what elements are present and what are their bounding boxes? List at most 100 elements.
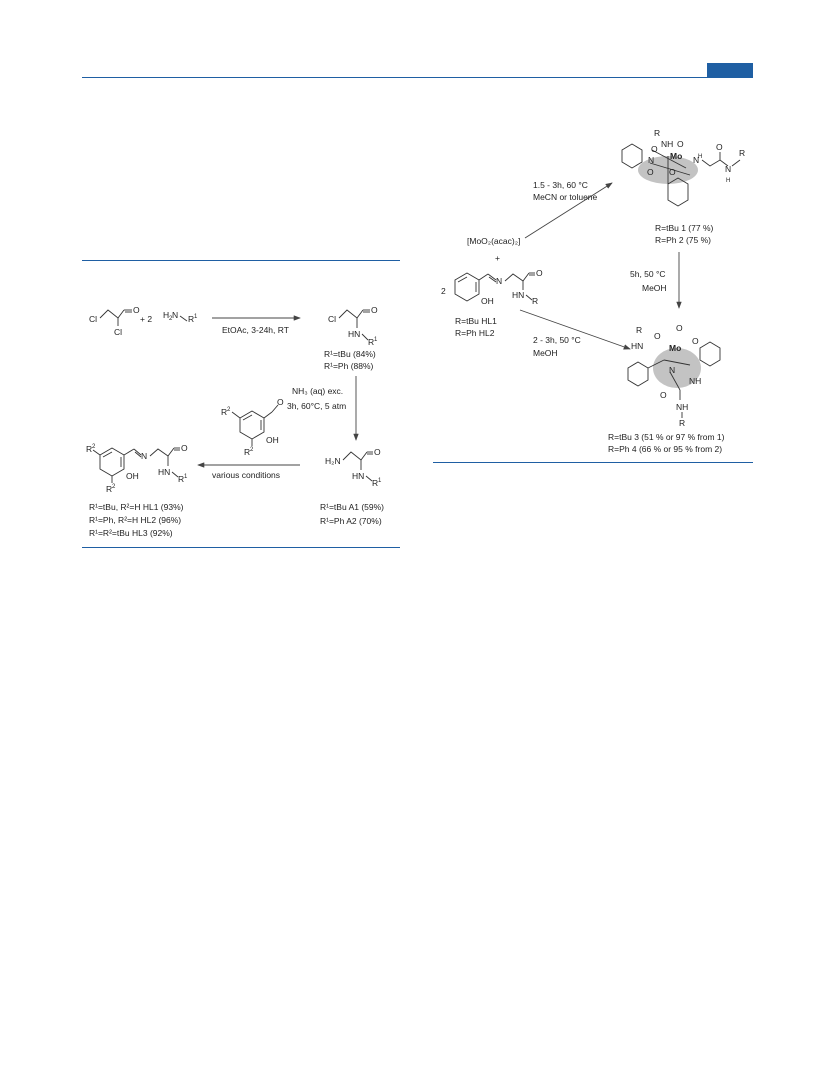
- svg-text:R: R: [244, 447, 250, 457]
- yield-hl2: R¹=Ph, R²=H HL2 (96%): [89, 515, 181, 525]
- svg-text:N: N: [496, 276, 502, 286]
- svg-text:R: R: [86, 444, 92, 454]
- svg-text:O: O: [692, 336, 699, 346]
- svg-text:R: R: [221, 407, 227, 417]
- svg-text:N: N: [669, 365, 675, 375]
- cl-label-2: Cl: [114, 327, 122, 337]
- svg-text:R: R: [106, 484, 112, 494]
- ligand-hl-scheme2: 2 N O HN R OH: [441, 268, 543, 306]
- svg-text:O: O: [677, 139, 684, 149]
- complex-3-4: R HN O O Mo N NH O O NH R: [627, 323, 721, 428]
- yield-a2: R¹=Ph A2 (70%): [320, 516, 382, 526]
- svg-text:H: H: [698, 154, 702, 160]
- svg-text:HN: HN: [158, 467, 170, 477]
- yield-1: R=tBu 1 (77 %): [655, 223, 714, 233]
- svg-text:1: 1: [378, 478, 382, 484]
- svg-text:HN: HN: [631, 341, 643, 351]
- yield-hl3: R¹=R²=tBu HL3 (92%): [89, 528, 173, 538]
- cond-top-1: 1.5 - 3h, 60 °C: [533, 180, 588, 190]
- yield-3: R=tBu 3 (51 % or 97 % from 1): [608, 432, 725, 442]
- scheme1-top-rule: [82, 260, 400, 261]
- plus-two: + 2: [140, 314, 152, 324]
- svg-text:N: N: [725, 164, 731, 174]
- svg-text:2: 2: [227, 407, 231, 413]
- yield-ph: R¹=Ph (88%): [324, 361, 374, 371]
- scheme2: R NH O O Mo N O O N H O N H R R=tBu 1 (7…: [441, 128, 745, 454]
- cond-right-1: 5h, 50 °C: [630, 269, 666, 279]
- svg-text:2: 2: [169, 316, 173, 322]
- ligand-hl: N O HN R 1 OH R 2 R 2: [86, 443, 188, 494]
- yield-tbu: R¹=tBu (84%): [324, 349, 376, 359]
- mo-reagent: [MoO₂(acac)₂]: [467, 236, 520, 246]
- svg-text:O: O: [660, 390, 667, 400]
- svg-text:O: O: [676, 323, 683, 333]
- svg-text:OH: OH: [126, 471, 139, 481]
- svg-text:NH: NH: [676, 402, 688, 412]
- svg-text:R: R: [739, 148, 745, 158]
- svg-text:N: N: [693, 155, 699, 165]
- svg-text:O: O: [277, 397, 284, 407]
- yield-hl1: R¹=tBu, R²=H HL1 (93%): [89, 502, 184, 512]
- svg-text:R: R: [372, 478, 378, 488]
- svg-text:OH: OH: [481, 296, 494, 306]
- cond-bottom-2: MeOH: [533, 348, 558, 358]
- svg-text:N: N: [648, 155, 654, 165]
- arrow-to-complex-1: [524, 182, 613, 239]
- svg-text:HN: HN: [352, 471, 364, 481]
- yield-2: R=Ph 2 (75 %): [655, 235, 711, 245]
- cl-label-1: Cl: [89, 314, 97, 324]
- svg-text:O: O: [536, 268, 543, 278]
- complex-1-2: R NH O O Mo N O O N H O N H R: [621, 128, 745, 207]
- step2-conditions-2: 3h, 60°C, 5 atm: [287, 401, 346, 411]
- svg-text:O: O: [647, 167, 654, 177]
- svg-text:O: O: [371, 305, 378, 315]
- svg-text:R: R: [368, 337, 374, 347]
- svg-text:HN: HN: [348, 329, 360, 339]
- svg-text:HN: HN: [512, 290, 524, 300]
- step1-conditions: EtOAc, 3-24h, RT: [222, 325, 289, 335]
- scheme2-bottom-rule: [433, 462, 753, 463]
- svg-text:O: O: [181, 443, 188, 453]
- glycinamide: H₂N O HN R 1: [325, 447, 382, 488]
- step3-conditions: various conditions: [212, 470, 280, 480]
- yield-4: R=Ph 4 (66 % or 95 % from 2): [608, 444, 722, 454]
- h-label: H: [163, 310, 169, 320]
- n-label: N: [172, 310, 178, 320]
- cond-top-2: MeCN or toluene: [533, 192, 598, 202]
- svg-text:NH: NH: [689, 376, 701, 386]
- svg-text:R: R: [532, 296, 538, 306]
- svg-text:2: 2: [441, 286, 446, 296]
- svg-text:R: R: [188, 314, 194, 324]
- svg-text:O: O: [716, 142, 723, 152]
- svg-text:R: R: [654, 128, 660, 138]
- header-tab: [707, 63, 753, 77]
- cond-bottom-1: 2 - 3h, 50 °C: [533, 335, 581, 345]
- arrow-to-complex-3: [519, 309, 631, 350]
- svg-text:NH: NH: [661, 139, 673, 149]
- svg-text:1: 1: [194, 314, 198, 320]
- o-label: O: [133, 305, 140, 315]
- svg-text:OH: OH: [266, 435, 279, 445]
- ligand-hl2: R=Ph HL2: [455, 328, 495, 338]
- header-rule: [82, 77, 753, 78]
- ligand-hl1: R=tBu HL1: [455, 316, 497, 326]
- svg-text:R: R: [636, 325, 642, 335]
- amine-reagent: H 2 N R 1: [163, 310, 198, 324]
- svg-text:2: 2: [250, 447, 254, 453]
- scheme1-bottom-rule: [82, 547, 400, 548]
- svg-text:Mo: Mo: [670, 151, 682, 161]
- svg-text:Mo: Mo: [669, 343, 681, 353]
- svg-text:2: 2: [112, 484, 116, 490]
- cond-right-2: MeOH: [642, 283, 667, 293]
- svg-text:1: 1: [184, 474, 188, 480]
- scheme1: Cl Cl O + 2 H 2 N R 1 EtOAc, 3-24h, RT C…: [86, 305, 384, 538]
- svg-text:H: H: [726, 178, 730, 184]
- svg-text:O: O: [654, 331, 661, 341]
- step2-conditions-1: NH₃ (aq) exc.: [292, 386, 343, 396]
- svg-text:O: O: [669, 167, 676, 177]
- svg-text:2: 2: [92, 444, 96, 450]
- svg-text:R: R: [178, 474, 184, 484]
- svg-text:H₂N: H₂N: [325, 456, 341, 466]
- svg-text:Cl: Cl: [328, 314, 336, 324]
